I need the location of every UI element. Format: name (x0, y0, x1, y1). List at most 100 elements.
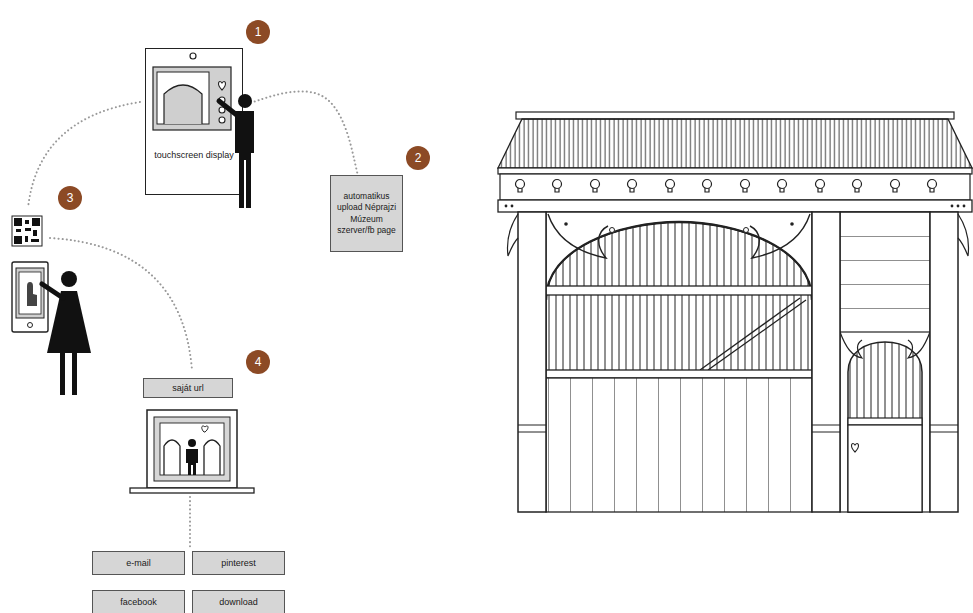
corbel-bracket (548, 214, 608, 258)
gate-brace (700, 298, 800, 370)
dotted-leader (189, 497, 191, 548)
post-band (930, 425, 958, 426)
button-icon (219, 97, 225, 103)
post-band (518, 425, 546, 426)
button-icon (219, 107, 225, 113)
laptop-base (130, 488, 254, 493)
corbel-bracket (790, 222, 794, 226)
gate-icon-arch (164, 440, 180, 475)
loft-ornament (703, 180, 712, 193)
roof-ridge (516, 112, 954, 119)
gate-spandrel (546, 212, 812, 300)
person-leg (72, 352, 77, 395)
gate-arch-slats (546, 222, 812, 378)
node-text: saját url (172, 383, 204, 394)
touchscreen-display: touchscreen display (145, 48, 243, 195)
pigeon-loft-band (500, 174, 970, 200)
phone-screen-icon (19, 272, 41, 314)
post-band (812, 425, 840, 426)
side-boards (840, 212, 930, 332)
upload-box: automatikus upload Néprajzi Múzeum szerv… (330, 175, 403, 252)
small-door (848, 342, 922, 512)
gate-post (930, 212, 958, 512)
qr-code (33, 230, 37, 236)
gate-beam (498, 200, 972, 212)
gate-post (812, 212, 840, 512)
dotted-leader (50, 238, 192, 370)
node-text: e-mail (126, 558, 151, 569)
corbel-bracket (750, 214, 810, 258)
gate-icon-arch (164, 85, 202, 124)
share-button: facebook (92, 590, 185, 613)
dotted-leader (28, 102, 140, 208)
beam-dot (951, 205, 954, 208)
loft-ornament (628, 180, 637, 193)
node-text: pinterest (221, 558, 256, 569)
corbel-bracket (840, 332, 862, 358)
button-icon (219, 117, 225, 123)
corbel-bracket (908, 332, 930, 358)
person-arm (42, 284, 63, 298)
post-band (812, 432, 840, 433)
laptop (147, 410, 237, 488)
phone-screen (16, 268, 44, 318)
qr-code (25, 236, 28, 242)
loft-ornament (553, 180, 562, 193)
loft-ornament (591, 180, 600, 193)
loft-ornament (516, 180, 525, 193)
qr-code (16, 229, 21, 232)
person-leg (60, 352, 65, 395)
person-body (47, 291, 91, 353)
person-arm (219, 101, 238, 116)
share-button: e-mail (92, 551, 185, 575)
qr-code (25, 228, 31, 231)
qr-code (12, 216, 42, 246)
heart-icon (219, 82, 226, 90)
gate-arch (546, 222, 812, 300)
gate-icon-arch (204, 440, 220, 475)
phone-button (28, 323, 33, 328)
heart-icon (202, 426, 208, 432)
qr-code (31, 239, 39, 242)
qr-code (14, 218, 22, 226)
beam-dot (957, 205, 960, 208)
door-board (848, 425, 922, 512)
corbel-bracket (610, 228, 615, 233)
roof-eave (498, 168, 972, 174)
dotted-connector (243, 91, 358, 175)
gate-rail (546, 286, 812, 295)
beam-dot (511, 205, 514, 208)
camera-dot (190, 53, 196, 59)
callout-number: 1 (246, 20, 270, 44)
door-rail (848, 418, 922, 425)
qr-code (14, 236, 22, 244)
gate-rail (546, 370, 812, 378)
corbel-bracket (744, 228, 749, 233)
loft-ornament (853, 180, 862, 193)
node-text: touchscreen display (154, 147, 234, 164)
gate-icon (157, 72, 209, 124)
qr-code (32, 218, 40, 226)
laptop-screen (154, 417, 230, 481)
loft-ornament (666, 180, 675, 193)
share-button: download (192, 590, 285, 613)
loft-ornament (778, 180, 787, 193)
callout-number: 4 (246, 350, 270, 374)
person-body (235, 111, 254, 208)
beam-dot (963, 205, 966, 208)
callout-number: 2 (406, 146, 430, 170)
person-head (238, 94, 252, 108)
post-fin (958, 214, 969, 256)
gate-boards (546, 378, 812, 512)
person-body (186, 449, 198, 475)
gate-roof (498, 119, 972, 168)
hand-icon (27, 282, 37, 306)
loft-ornament (928, 180, 937, 193)
person-head (188, 439, 196, 447)
loft-ornament (891, 180, 900, 193)
phone (12, 262, 48, 332)
